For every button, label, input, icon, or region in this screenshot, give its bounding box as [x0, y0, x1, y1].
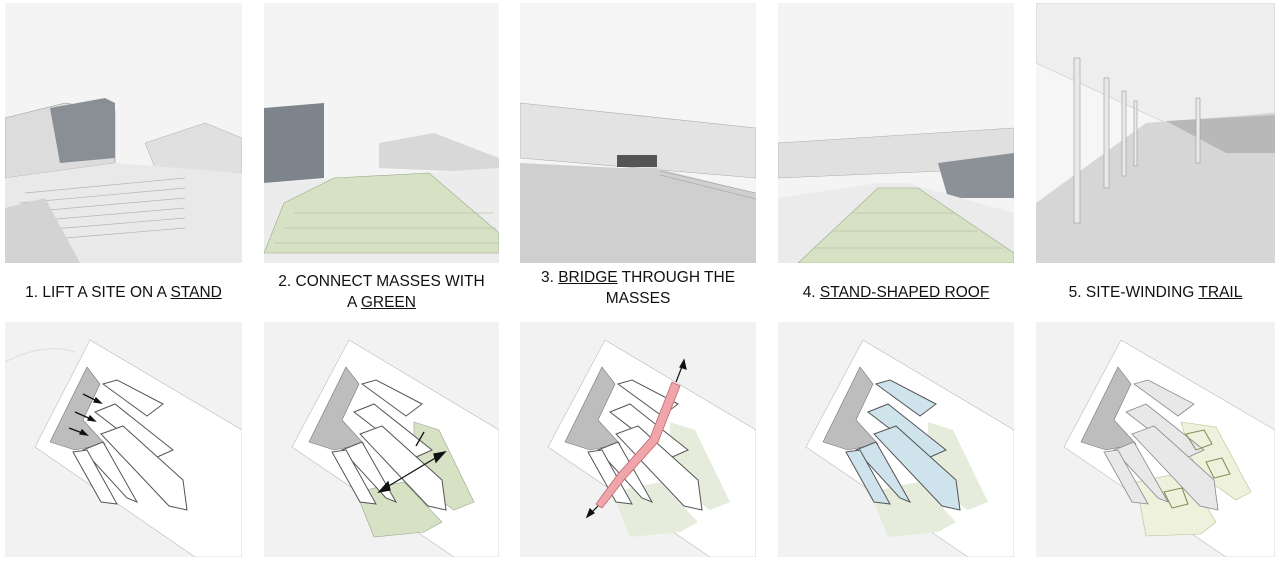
plan-green [264, 322, 499, 557]
roof-mass [874, 379, 937, 417]
stand-wedge [564, 366, 621, 451]
mass [341, 441, 398, 503]
plan-stand [5, 322, 242, 557]
caption-step-5: 5. SITE-WINDING TRAIL [1068, 283, 1243, 301]
stand-wedge [822, 366, 879, 451]
green-area [612, 482, 698, 537]
mass [1113, 441, 1169, 503]
mass [82, 441, 139, 503]
render-trail [1036, 3, 1275, 263]
green-area [355, 481, 443, 538]
caption-keyword: TRAIL [1198, 283, 1243, 301]
mass [72, 449, 118, 505]
caption-step-2: 2. CONNECT MASSES WITH A GREEN [278, 273, 485, 311]
render-roof [778, 3, 1014, 263]
stand-wedge [1080, 366, 1137, 451]
caption-keyword: BRIDGE [558, 269, 618, 286]
mass [1133, 379, 1195, 417]
caption-keyword: STAND [170, 283, 222, 301]
roof-mass [845, 449, 891, 505]
bridge-path [595, 381, 681, 509]
plan-bridge [520, 322, 756, 557]
mass [359, 425, 447, 511]
mass [615, 425, 703, 511]
caption-keyword: STAND-SHAPED ROOF [819, 283, 990, 301]
mass [1103, 449, 1149, 505]
stand-wedge [308, 366, 365, 451]
green-area [870, 482, 956, 537]
trail-loop [1185, 429, 1213, 451]
caption-step-4: 4. STAND-SHAPED ROOF [802, 283, 990, 301]
render-green [264, 3, 499, 263]
mass [100, 425, 188, 511]
caption-step-3: 3. BRIDGE THROUGH THE MASSES [540, 269, 736, 307]
trail-loop [1205, 457, 1231, 479]
trail-loop [1163, 487, 1189, 509]
plan-roof [778, 322, 1014, 557]
mass [1131, 425, 1219, 511]
mass [360, 379, 423, 417]
mass [331, 449, 377, 505]
stand-wedge [49, 366, 106, 451]
render-stand [5, 3, 242, 263]
roof-mass [873, 425, 961, 511]
mass [101, 379, 164, 417]
caption-keyword: GREEN [360, 294, 416, 311]
render-bridge [520, 3, 756, 263]
roof-mass [855, 441, 912, 503]
plan-trail [1036, 322, 1275, 557]
caption-step-1: 1. LIFT A SITE ON A STAND [25, 283, 222, 301]
mass [587, 449, 633, 505]
